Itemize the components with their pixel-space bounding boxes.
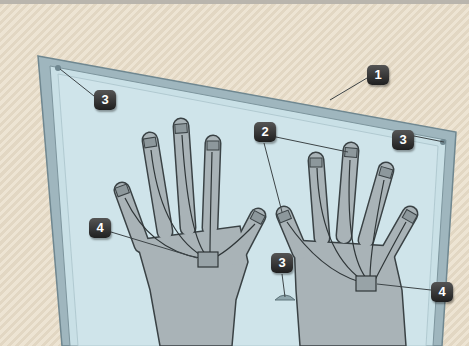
top-border <box>0 0 469 4</box>
callout-number: 3 <box>94 90 116 110</box>
callout-number: 3 <box>271 253 293 273</box>
callout-number: 3 <box>392 130 414 150</box>
callout-number: 1 <box>367 65 389 85</box>
callout-number: 4 <box>89 218 111 238</box>
callout-number: 2 <box>254 122 276 142</box>
callout-number: 4 <box>431 282 453 302</box>
